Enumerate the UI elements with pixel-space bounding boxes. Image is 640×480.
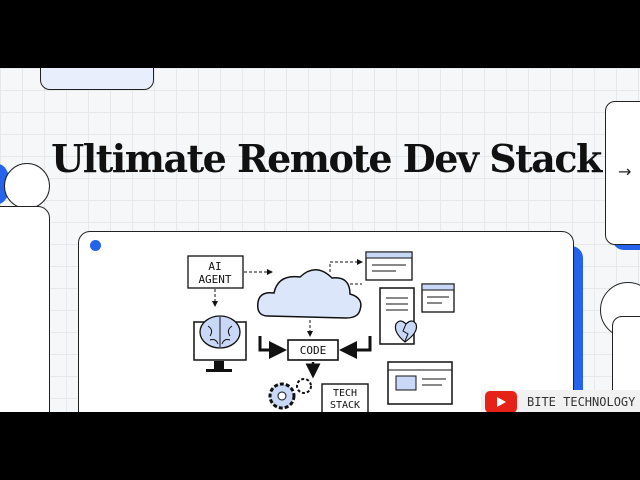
channel-name: BITE TECHNOLOGY <box>527 395 636 409</box>
code-box: CODE <box>287 339 339 361</box>
brain-monitor-icon <box>193 315 247 372</box>
slide-canvas: Ultimate Remote Dev Stack → AI AGENT <box>0 68 640 412</box>
youtube-play-icon <box>485 391 517 412</box>
arrow-right-icon[interactable]: → <box>618 162 632 181</box>
cloud-icon <box>256 269 362 319</box>
gears-icon <box>268 378 312 410</box>
diagram-card <box>78 231 574 412</box>
slide-title: Ultimate Remote Dev Stack <box>51 136 602 181</box>
tech-stack-label-2: STACK <box>330 400 360 411</box>
tech-stack-box: TECH STACK <box>321 383 369 412</box>
ai-agent-label-1: AI <box>208 260 221 273</box>
decorative-pill <box>40 68 154 90</box>
previous-slide-card <box>0 206 50 412</box>
broken-heart-icon <box>394 320 418 343</box>
channel-badge[interactable]: BITE TECHNOLOGY <box>481 390 640 412</box>
web-page-icon <box>387 361 453 405</box>
document-window-icon <box>421 283 455 313</box>
tech-stack-label-1: TECH <box>333 388 357 399</box>
ai-agent-label-2: AGENT <box>198 273 231 286</box>
browser-window-icon <box>365 251 413 281</box>
ai-agent-box: AI AGENT <box>187 255 244 289</box>
dev-stack-diagram: AI AGENT CODE <box>187 251 455 412</box>
card-dot-icon <box>90 240 101 251</box>
code-label: CODE <box>300 344 327 357</box>
next-slide-card[interactable] <box>605 101 640 245</box>
